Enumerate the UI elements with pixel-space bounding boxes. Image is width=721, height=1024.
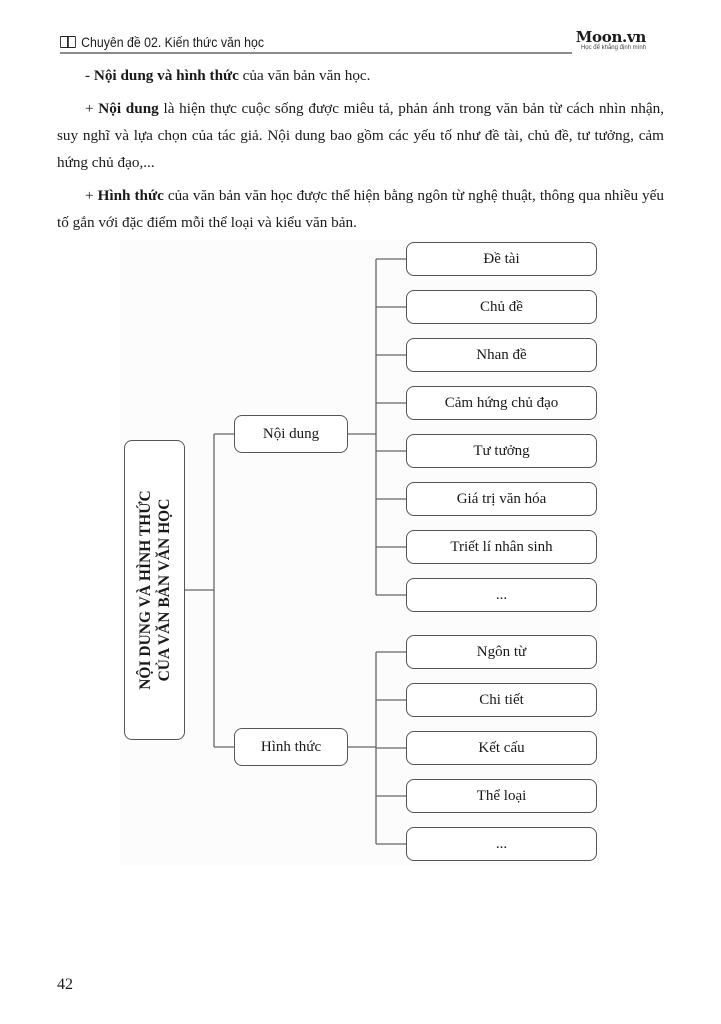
branch-node-noi-dung: Nội dung bbox=[234, 415, 348, 453]
leaf-node: Kết cấu bbox=[406, 731, 597, 765]
diagram-root-node: NỘI DUNG VÀ HÌNH THỨC CỦA VĂN BẢN VĂN HỌ… bbox=[124, 440, 185, 740]
paragraph: + Hình thức của văn bản văn học được thể… bbox=[57, 187, 664, 231]
header-divider bbox=[60, 52, 572, 54]
paragraph: - Nội dung và hình thức của văn bản văn … bbox=[85, 67, 371, 84]
chapter-title-text: Chuyên đề 02. Kiến thức văn học bbox=[81, 34, 265, 50]
body-text: - Nội dung và hình thức của văn bản văn … bbox=[57, 62, 664, 242]
brand-tagline: Học để khẳng định mình bbox=[580, 45, 646, 51]
leaf-node: Cảm hứng chủ đạo bbox=[406, 386, 597, 420]
book-icon bbox=[60, 36, 76, 48]
leaf-node: Triết lí nhân sinh bbox=[406, 530, 597, 564]
leaf-node: Thể loại bbox=[406, 779, 597, 813]
leaf-node: Tư tưởng bbox=[406, 434, 597, 468]
diagram-connectors bbox=[185, 258, 406, 845]
paragraph: + Nội dung là hiện thực cuộc sống được m… bbox=[57, 100, 664, 171]
leaf-node: ... bbox=[406, 827, 597, 861]
page-number: 42 bbox=[57, 976, 73, 993]
concept-diagram: NỘI DUNG VÀ HÌNH THỨC CỦA VĂN BẢN VĂN HỌ… bbox=[120, 240, 600, 865]
leaf-node: Chủ đề bbox=[406, 290, 597, 324]
leaf-node: ... bbox=[406, 578, 597, 612]
page-header: Chuyên đề 02. Kiến thức văn học Moon.vn … bbox=[60, 28, 660, 58]
leaf-node: Giá trị văn hóa bbox=[406, 482, 597, 516]
leaf-node: Nhan đề bbox=[406, 338, 597, 372]
chapter-title: Chuyên đề 02. Kiến thức văn học bbox=[60, 34, 264, 50]
leaf-node: Ngôn từ bbox=[406, 635, 597, 669]
brand-name: Moon.vn bbox=[575, 28, 647, 46]
root-label: NỘI DUNG VÀ HÌNH THỨC CỦA VĂN BẢN VĂN HỌ… bbox=[136, 490, 173, 690]
leaf-node: Đề tài bbox=[406, 242, 597, 276]
brand-logo: Moon.vn Học để khẳng định mình bbox=[575, 28, 647, 51]
branch-node-hinh-thuc: Hình thức bbox=[234, 728, 348, 766]
leaf-node: Chi tiết bbox=[406, 683, 597, 717]
